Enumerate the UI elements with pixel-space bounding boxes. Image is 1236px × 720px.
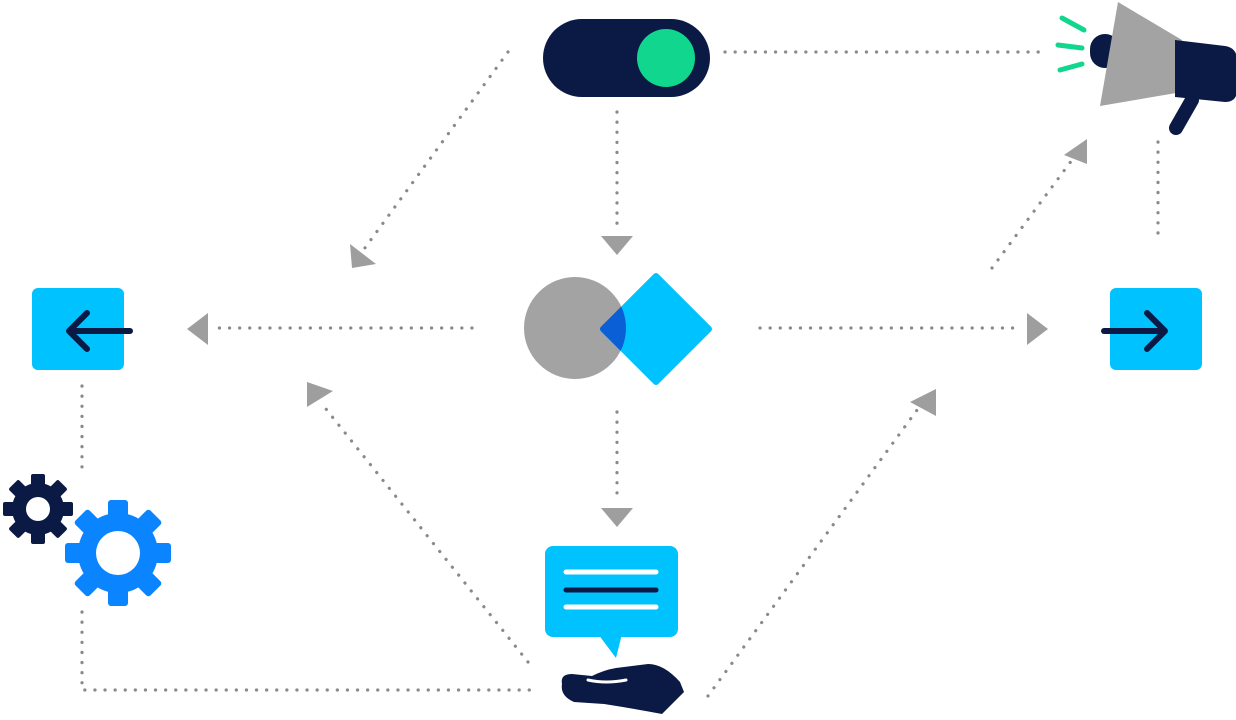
hub-circle <box>524 277 626 379</box>
arrowhead-upper-right <box>910 389 936 416</box>
arrowhead-upper-left <box>307 382 333 407</box>
arrowhead-down-center-bottom <box>601 508 633 527</box>
arrowhead-toggle-left <box>350 244 376 268</box>
large-gear-icon <box>65 500 171 606</box>
toggle-switch-icon <box>543 19 710 97</box>
arrow-right-box <box>1101 288 1202 370</box>
connector-chat-to-rightup <box>706 404 922 698</box>
arrowhead-down-center-top <box>601 236 633 255</box>
connectors <box>80 50 1160 698</box>
circle-and-diamond-icon <box>524 273 712 385</box>
chat-bubble-icon <box>545 546 678 658</box>
connector-chat-to-leftup <box>320 402 530 664</box>
arrowhead-left <box>187 313 208 345</box>
arrow-left-box <box>32 288 133 370</box>
megaphone-icon <box>1055 2 1236 135</box>
connector-right-to-megaphone <box>990 158 1074 270</box>
hub-overlap <box>600 277 626 379</box>
arrowheads <box>187 139 1087 527</box>
arrowhead-right <box>1027 313 1048 345</box>
chat-bubble-with-hand-icon <box>545 546 684 714</box>
connector-toggle-to-left <box>360 50 510 254</box>
open-hand-icon <box>561 664 684 714</box>
arrowhead-to-megaphone <box>1064 139 1087 164</box>
arrow-left-icon <box>66 310 133 352</box>
gears-icon <box>3 474 171 606</box>
small-gear-icon <box>3 474 73 544</box>
arrow-right-icon <box>1101 310 1168 352</box>
connector-gears-to-bottom <box>80 610 532 692</box>
